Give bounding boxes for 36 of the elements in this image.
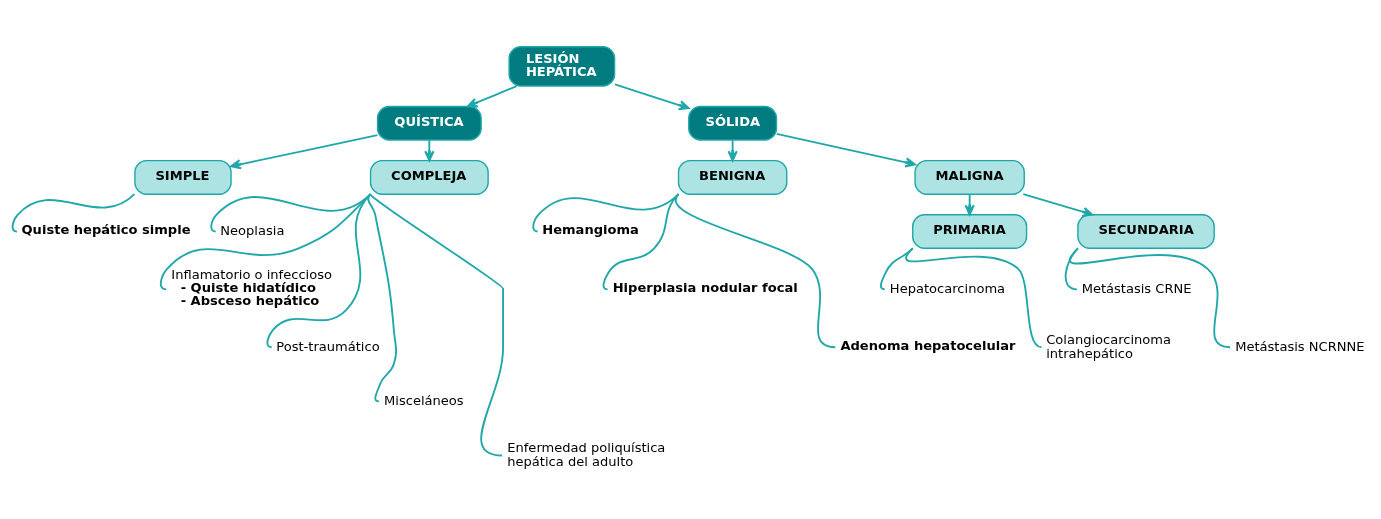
- node-box: PRIMARIA: [912, 214, 1028, 249]
- arrow: [775, 132, 916, 168]
- arrow: [727, 139, 738, 162]
- connector: [905, 247, 1043, 349]
- arrow: [424, 139, 435, 162]
- arrow: [964, 193, 975, 216]
- node-text: Misceláneos: [384, 392, 464, 408]
- node-box: MALIGNA: [914, 159, 1025, 195]
- node-text: Metástasis NCRNNE: [1235, 338, 1365, 354]
- node-box: LESIÓN HEPÁTICA: [508, 46, 616, 87]
- connector: [11, 193, 136, 233]
- arrow: [1022, 193, 1094, 217]
- connector: [369, 193, 504, 457]
- node-text: Enfermedad poliquística hepática del adulto: [507, 439, 666, 469]
- node-label: - Absceso hepático: [180, 293, 320, 309]
- node-text: Neoplasia: [220, 222, 285, 238]
- node-text: Colangiocarcinoma intrahepático: [1046, 331, 1172, 361]
- node-text: Metástasis CRNE: [1081, 280, 1192, 296]
- node-text: Post-traumático: [276, 338, 380, 354]
- node-text: Hepatocarcinoma: [889, 280, 1006, 296]
- arrow: [466, 85, 518, 108]
- node-box: COMPLEJA: [369, 159, 489, 195]
- arrow: [230, 134, 379, 170]
- node-text: Inflamatorio o infeccioso: [171, 267, 332, 283]
- connector: [674, 193, 837, 349]
- node-box: BENIGNA: [677, 159, 788, 195]
- node-box: QUÍSTICA: [376, 105, 482, 141]
- node-box: SÓLIDA: [688, 105, 778, 141]
- node-text: Hemangioma: [542, 222, 639, 238]
- node-box: SIMPLE: [134, 159, 232, 195]
- node-label: - Quiste hidatídico: [180, 280, 316, 296]
- node-text: Adenoma hepatocelular: [840, 337, 1016, 353]
- node-box: SECUNDARIA: [1077, 214, 1215, 249]
- node-text: Hiperplasia nodular focal: [612, 279, 798, 295]
- node-text: Quiste hepático simple: [21, 222, 191, 238]
- arrow: [614, 83, 690, 111]
